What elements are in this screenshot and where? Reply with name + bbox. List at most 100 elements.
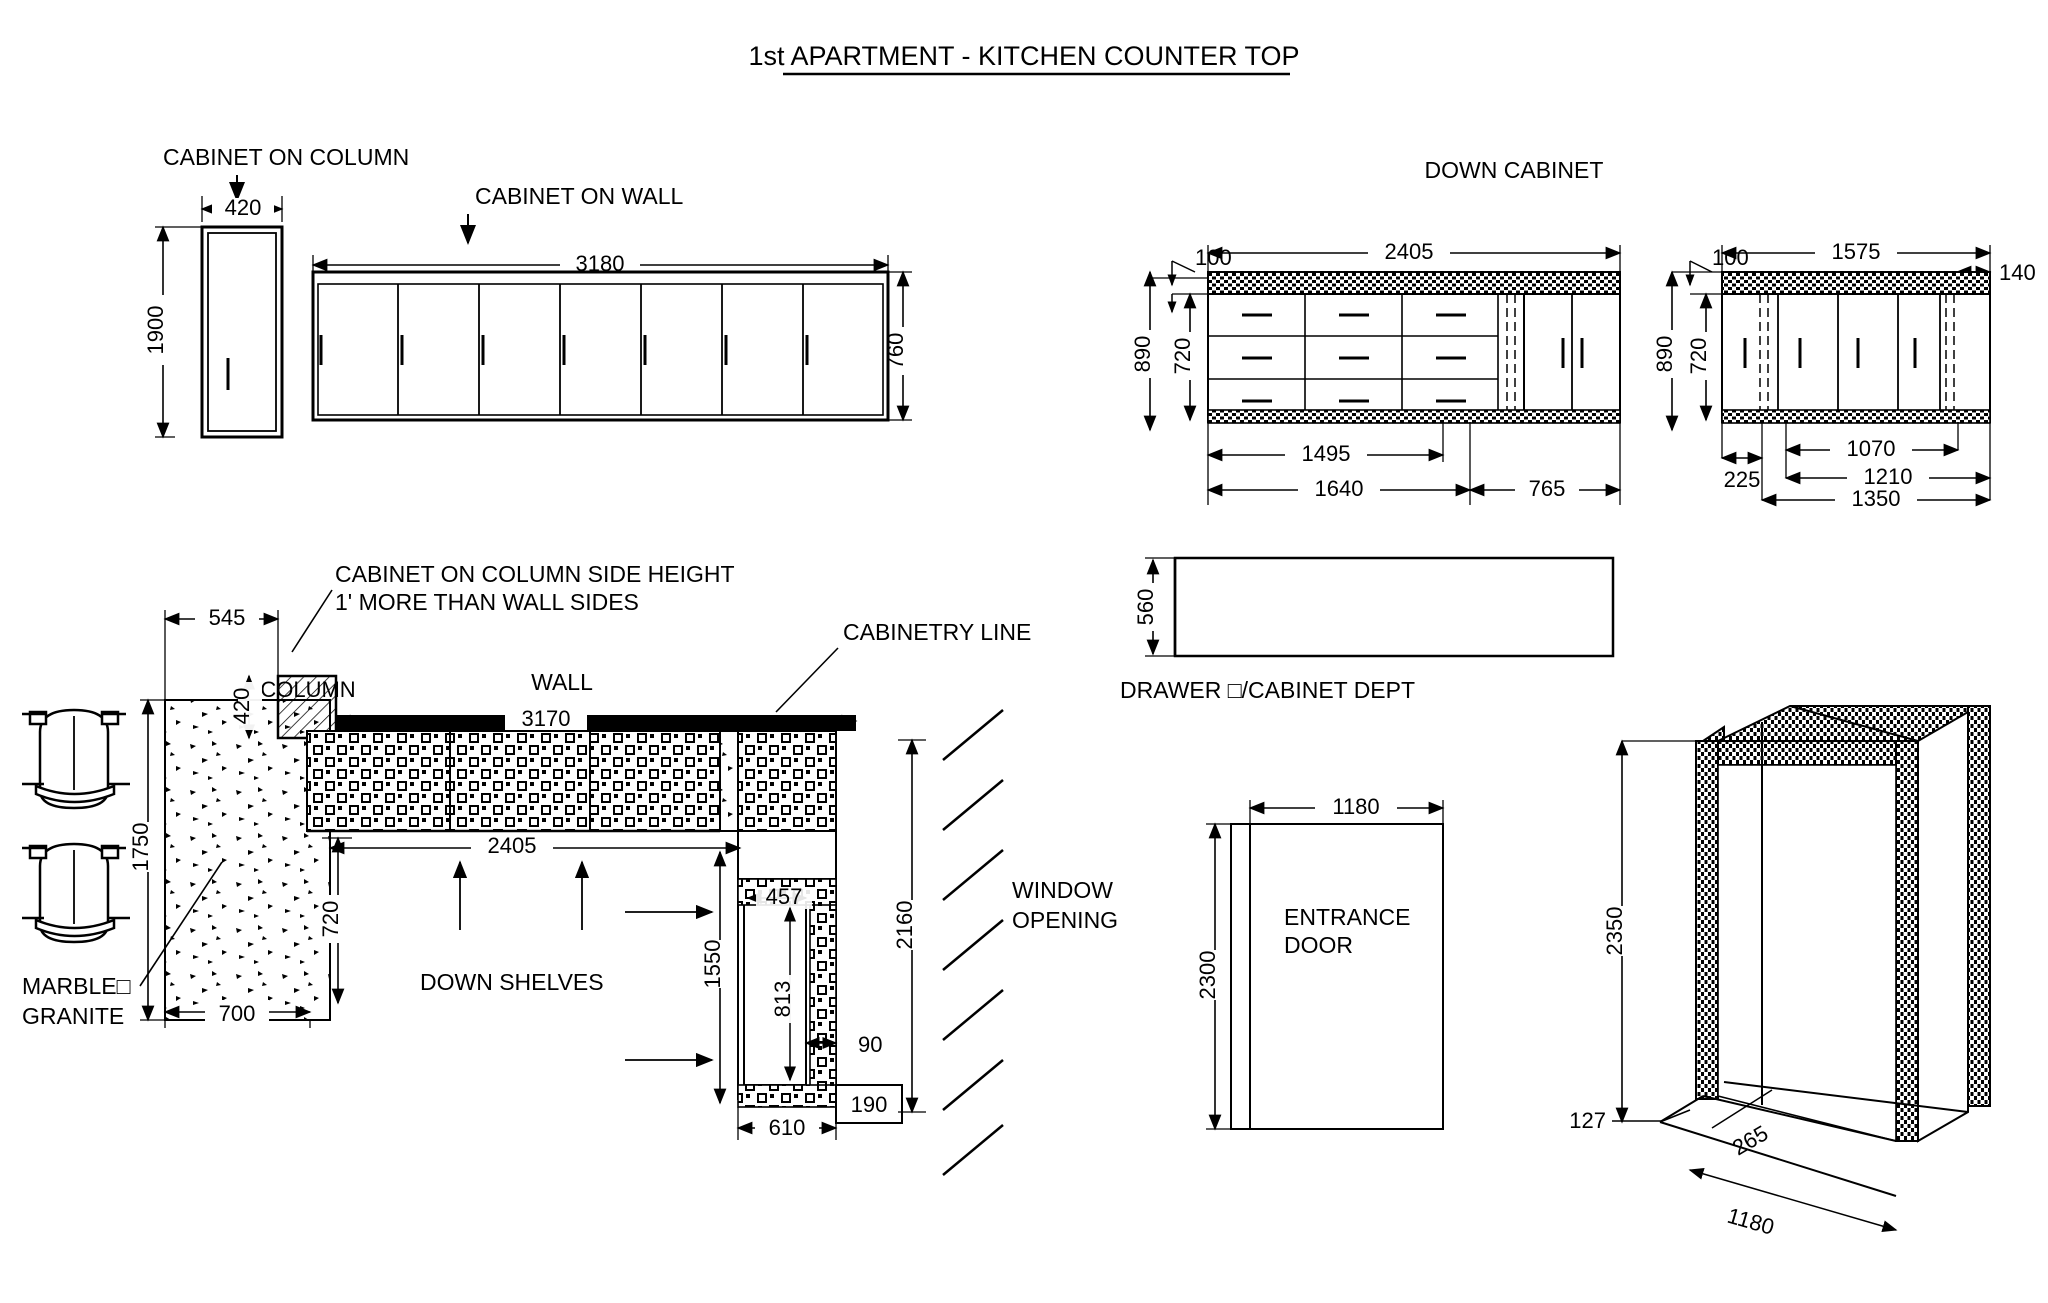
dim-560-bg — [1141, 583, 1165, 631]
dim-1495-text: 1495 — [1302, 441, 1351, 466]
down-cab-right-countertop — [1721, 271, 1991, 295]
dim-420-bg — [212, 198, 274, 220]
dim-1750-text: 1750 — [128, 823, 153, 872]
marble-granite-slab — [164, 699, 331, 1021]
down-cab-left-base — [1207, 409, 1621, 424]
dim-1900-text: 1900 — [143, 306, 168, 355]
dim-720a-bg — [1178, 332, 1202, 380]
entrance-door-label-line1: ENTRANCE — [1284, 904, 1411, 930]
dim-457-bg — [756, 887, 812, 909]
down-cab-right-hinges-left — [1759, 294, 1769, 422]
iso-jamb-right-front — [1895, 740, 1919, 1142]
dim-560-text: 560 — [1133, 589, 1158, 626]
dim-line-265 — [1711, 1089, 1773, 1129]
dim-420b-bg — [238, 682, 262, 730]
dim-890b-text: 890 — [1652, 336, 1677, 373]
counter-run-tiles — [306, 730, 721, 832]
dim-610-text: 610 — [769, 1115, 806, 1140]
wall-offset-block — [835, 1084, 903, 1124]
entrance-door-label-line2: DOOR — [1284, 932, 1353, 958]
isometric-door-frame: 2350 127 265 1180 — [1569, 705, 1991, 1240]
column-height-note-line2: 1' MORE THAN WALL SIDES — [335, 589, 639, 615]
down-cab-left-body — [1207, 293, 1621, 423]
dim-line-127-leader — [1659, 1109, 1691, 1123]
leader-100a — [1171, 260, 1196, 273]
dim-1180a-bg — [1315, 797, 1397, 819]
dim-765-text: 765 — [1529, 476, 1566, 501]
dim-1575-text: 1575 — [1832, 239, 1881, 264]
down-cabinet-right-elevation: 100 1575 140 — [1652, 239, 2036, 511]
cabinet-on-wall-elevation: CABINET ON WALL 3180 — [311, 183, 915, 422]
dim-1575-bg — [1815, 242, 1897, 264]
dim-1180a-text: 1180 — [1332, 794, 1379, 819]
cabinet-on-wall-label: CABINET ON WALL — [475, 183, 684, 209]
dim-1640-text: 1640 — [1315, 476, 1364, 501]
dim-2160-text: 2160 — [892, 901, 917, 950]
window-opening-label-line1: WINDOW — [1012, 877, 1113, 903]
dim-2405a-text: 2405 — [1385, 239, 1434, 264]
dim-225-text: 225 — [1724, 467, 1761, 492]
dim-720c-text: 720 — [318, 901, 343, 938]
dim-1350-bg — [1835, 489, 1917, 511]
counter-leg-top-tiles — [737, 730, 837, 832]
dim-700-bg — [205, 1000, 269, 1022]
down-cab-left-drawer-handles — [1242, 313, 1466, 403]
drawer-cabinet-depth-section: 560 DRAWER □/CABINET DEPT — [1120, 556, 1615, 703]
dim-700-text: 700 — [219, 1001, 256, 1026]
chair-top — [22, 708, 130, 810]
dim-2300-text: 2300 — [1195, 951, 1220, 1000]
dim-100a-text: 100 — [1195, 245, 1232, 270]
marble-label-line2: GRANITE — [22, 1003, 124, 1029]
dim-420b-text: 420 — [229, 688, 254, 725]
dim-1495-bg — [1285, 444, 1367, 466]
dim-2350-bg — [1610, 906, 1634, 956]
cabinet-on-column-label: CABINET ON COLUMN — [163, 144, 409, 170]
dim-line-1180b — [1688, 1168, 1898, 1232]
dim-140-text: 140 — [1999, 260, 2036, 285]
leader-100b — [1689, 260, 1713, 273]
iso-head-front — [1717, 740, 1919, 766]
dim-890a-bg — [1138, 330, 1162, 378]
dim-190-text: 190 — [851, 1092, 888, 1117]
dim-1070-bg — [1830, 439, 1912, 461]
down-cab-left-door-handles — [1561, 338, 1584, 368]
marble-label-line1: MARBLE□ — [22, 973, 131, 999]
iso-jamb-left-face — [1695, 740, 1719, 1100]
iso-jamb-right-side — [1917, 710, 1969, 1143]
dim-890b-bg — [1660, 330, 1684, 378]
dim-2405b-bg — [471, 836, 553, 858]
cabinetry-line-label: CABINETRY LINE — [843, 619, 1031, 645]
dim-90-text: 90 — [858, 1032, 882, 1057]
dim-1210-bg — [1847, 467, 1929, 489]
dim-2160-bg — [900, 900, 924, 950]
dim-2405a-bg — [1368, 242, 1450, 264]
dim-813-bg — [779, 975, 803, 1023]
dim-720b-text: 720 — [1686, 338, 1711, 375]
counter-run-divisions — [449, 731, 591, 831]
down-cab-right-body — [1721, 293, 1991, 423]
dim-1070-text: 1070 — [1847, 436, 1896, 461]
dim-1350-text: 1350 — [1852, 486, 1901, 511]
down-cab-right-door-divisions — [1777, 294, 1941, 422]
dim-765-bg — [1515, 479, 1579, 501]
dim-3170-text: 3170 — [522, 706, 571, 731]
dim-127-text: 127 — [1569, 1108, 1606, 1133]
counter-leg-blank — [737, 830, 837, 880]
down-cabinet-label: DOWN CABINET — [1425, 157, 1604, 183]
dim-457-text: 457 — [766, 884, 803, 909]
dim-1210-text: 1210 — [1864, 464, 1913, 489]
iso-floor-back — [1723, 1081, 1969, 1113]
drawer-cabinet-dept-label: DRAWER □/CABINET DEPT — [1120, 677, 1415, 703]
wall-cabinet-door-divisions — [397, 284, 804, 415]
dim-1550-bg — [708, 940, 732, 988]
column-plan — [276, 674, 338, 740]
dim-813-text: 813 — [770, 981, 795, 1018]
cabinetry-line-leader — [775, 647, 839, 713]
wall-cabinet-handles — [319, 335, 809, 365]
chair-bottom — [22, 842, 130, 944]
column-height-note-line1: CABINET ON COLUMN SIDE HEIGHT — [335, 561, 735, 587]
wall-label: WALL — [531, 669, 593, 695]
dim-1750-bg — [136, 822, 160, 872]
